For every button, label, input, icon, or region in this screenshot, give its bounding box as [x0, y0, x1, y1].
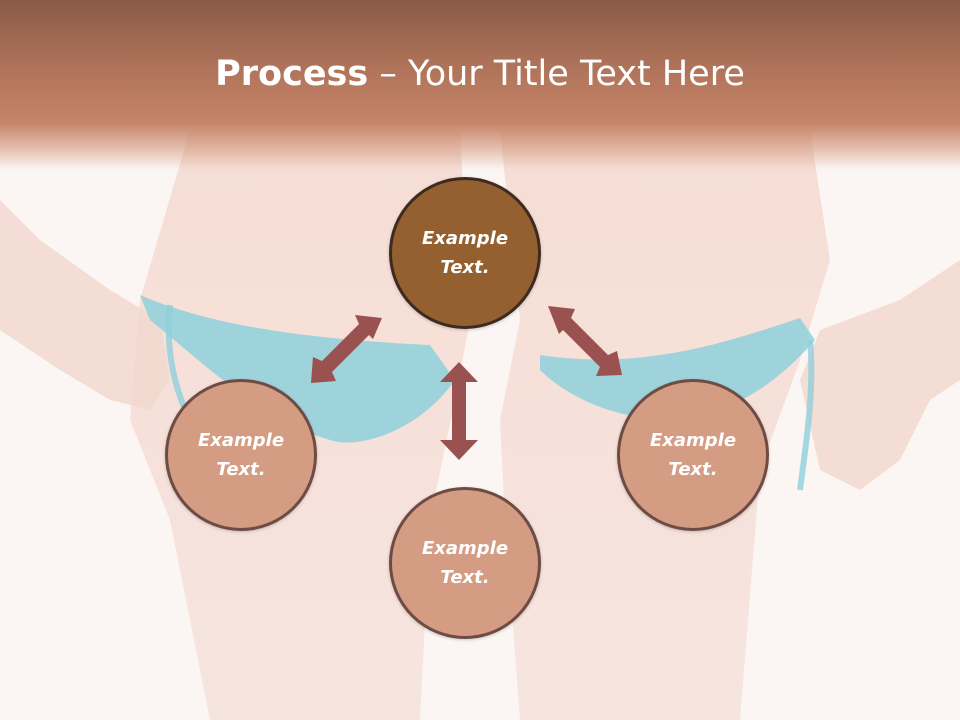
node-text-line: Example	[649, 430, 737, 451]
title-band	[0, 0, 960, 170]
node-text-line: Text.	[440, 567, 490, 588]
arrow-top-right	[548, 306, 622, 376]
node-text-line: Text.	[440, 257, 490, 278]
node-text-line: Text.	[668, 459, 718, 480]
title-bold-text: Process	[215, 54, 369, 94]
node-text-line: Example	[421, 228, 509, 249]
node-text-line: Text.	[216, 459, 266, 480]
left-hand-shape	[0, 200, 170, 410]
node-text-line: Example	[421, 538, 509, 559]
node-text-line: Example	[197, 430, 285, 451]
page-title: Process – Your Title Text Here	[0, 52, 960, 96]
left-swimwear-shape	[140, 295, 455, 443]
arrow-top-left	[311, 315, 382, 383]
title-rest-text: – Your Title Text Here	[368, 54, 745, 94]
right-swimwear-shape	[540, 318, 815, 420]
right-hand-shape	[800, 260, 960, 490]
arrow-vertical	[440, 362, 478, 460]
